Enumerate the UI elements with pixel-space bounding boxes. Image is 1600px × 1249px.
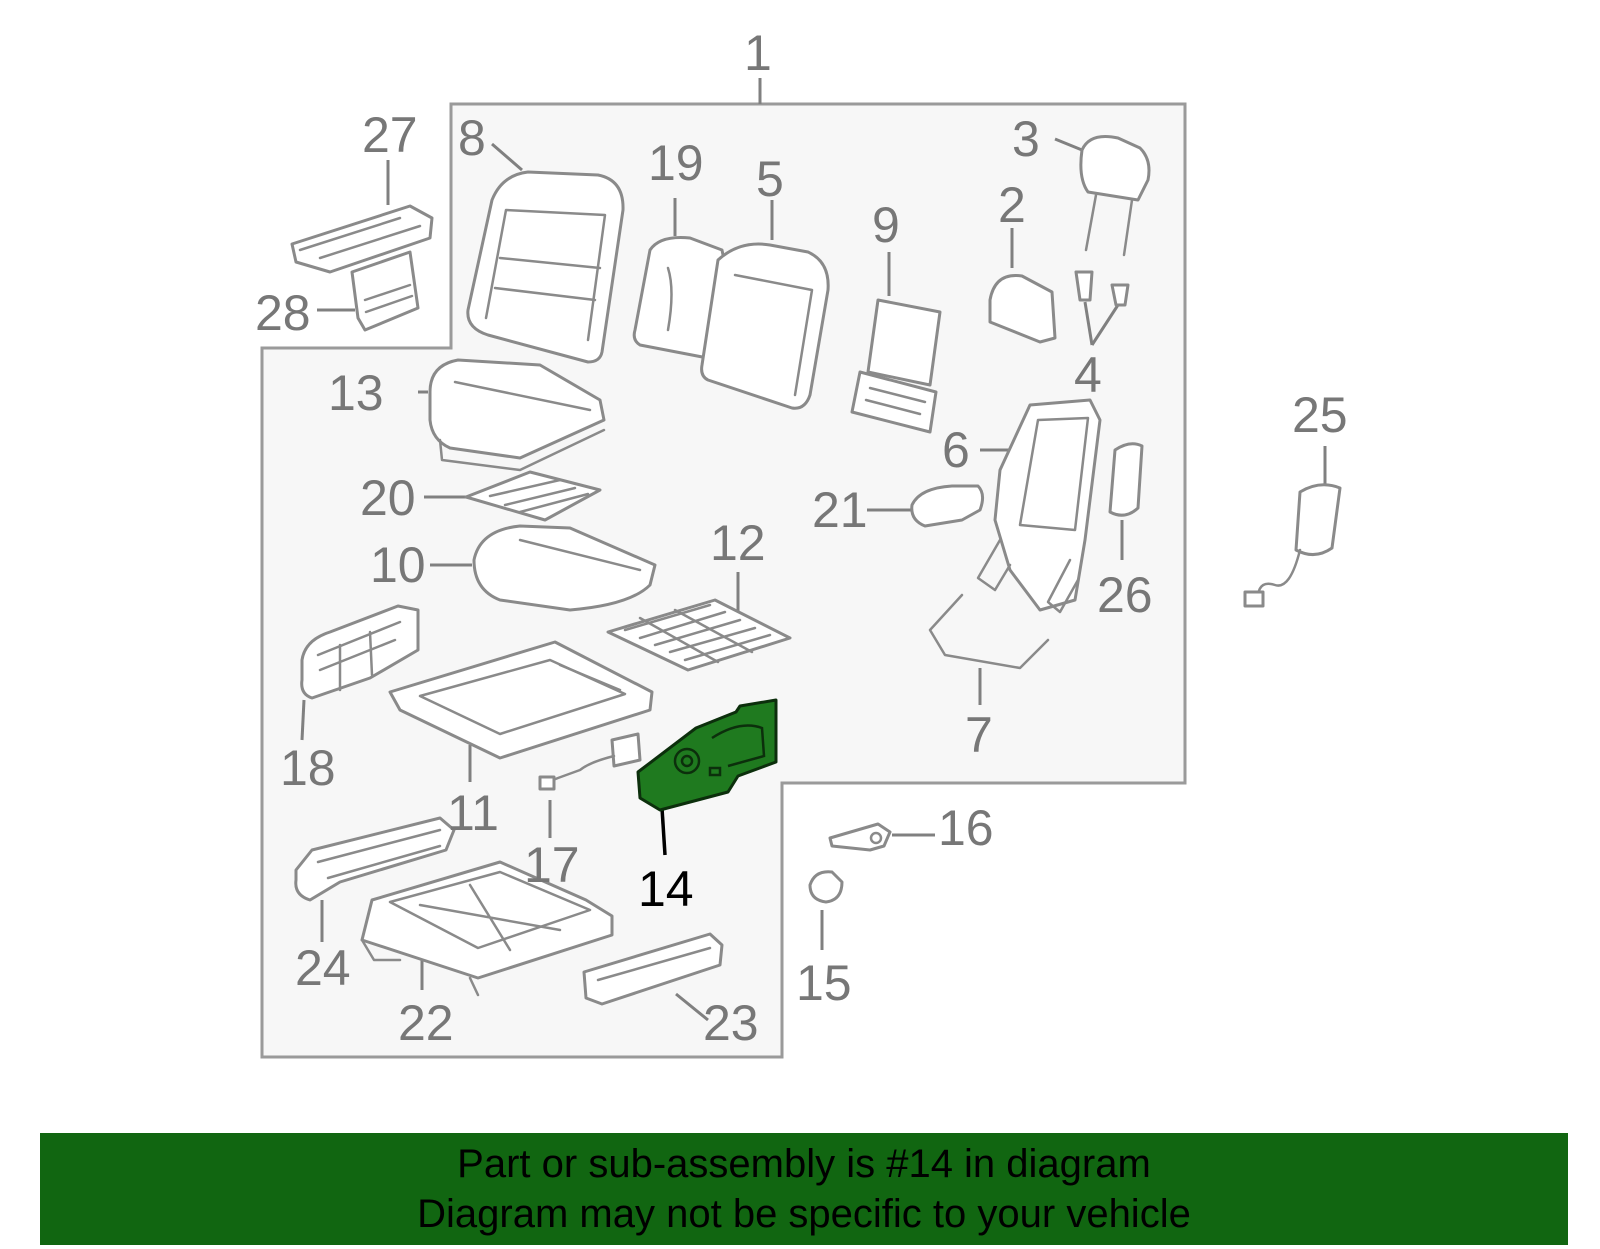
callout-23: 23 xyxy=(703,995,759,1051)
seat-switch xyxy=(1294,483,1342,556)
banner-line-2: Diagram may not be specific to your vehi… xyxy=(417,1192,1191,1236)
cushion-pad xyxy=(472,524,657,612)
callout-27: 27 xyxy=(362,107,418,163)
info-banner: Part or sub-assembly is #14 in diagram D… xyxy=(40,1133,1568,1245)
callout-13: 13 xyxy=(328,365,384,421)
harness-connector-box xyxy=(610,732,642,768)
seat-spring xyxy=(606,598,792,672)
callout-20: 20 xyxy=(360,470,416,526)
callout-1: 1 xyxy=(744,25,772,81)
callout-9: 9 xyxy=(872,197,900,253)
callout-7: 7 xyxy=(965,707,993,763)
track-cover xyxy=(582,932,724,1006)
headrest xyxy=(1079,135,1151,202)
callout-6: 6 xyxy=(942,422,970,478)
callout-10: 10 xyxy=(370,537,426,593)
callout-28: 28 xyxy=(255,285,311,341)
seat-back-cover xyxy=(466,170,625,364)
cushion-cover xyxy=(428,358,606,460)
callout-11: 11 xyxy=(447,785,499,841)
callout-2: 2 xyxy=(998,177,1026,233)
callout-3: 3 xyxy=(1012,111,1040,167)
seat-wire xyxy=(928,593,1050,670)
callout-22: 22 xyxy=(398,995,454,1051)
side-airbag-cover xyxy=(910,484,985,528)
assembly-outline xyxy=(260,102,1187,1059)
lumbar-panel xyxy=(866,298,942,387)
leader-lines xyxy=(300,78,1327,1022)
callout-26: 26 xyxy=(1097,567,1153,623)
banner-line-1: Part or sub-assembly is #14 in diagram xyxy=(457,1142,1151,1186)
highlighted-part-14 xyxy=(636,698,778,812)
callout-16: 16 xyxy=(938,800,994,856)
callout-24: 24 xyxy=(295,940,351,996)
callout-4: 4 xyxy=(1074,347,1102,403)
side-panel xyxy=(300,604,420,700)
seat-heater xyxy=(464,470,602,522)
headrest-guide-right xyxy=(1110,283,1130,307)
cap xyxy=(808,870,844,904)
wire-harness xyxy=(546,754,616,784)
callout-17: 17 xyxy=(524,837,580,893)
headrest-guide-left xyxy=(1074,270,1094,302)
callout-8: 8 xyxy=(458,110,486,166)
callout-21: 21 xyxy=(812,482,868,538)
seat-back-frame xyxy=(993,398,1102,612)
callout-19: 19 xyxy=(648,135,704,191)
callout-18: 18 xyxy=(280,740,336,796)
callout-labels: 1 2 3 4 5 6 7 8 9 10 11 12 13 14 15 16 1… xyxy=(255,25,1348,1051)
callout-12: 12 xyxy=(710,515,766,571)
callout-15: 15 xyxy=(796,955,852,1011)
seat-track xyxy=(360,860,614,980)
lumbar-bracket xyxy=(850,370,938,434)
armrest-base xyxy=(350,250,420,332)
harness-plug xyxy=(538,775,556,791)
side-trim xyxy=(1108,442,1144,517)
headrest-cover xyxy=(988,274,1057,344)
side-rail xyxy=(294,816,456,902)
callout-5: 5 xyxy=(756,151,784,207)
cushion-frame xyxy=(388,640,654,760)
callout-14: 14 xyxy=(638,861,694,917)
seat-back xyxy=(700,242,830,410)
callout-25: 25 xyxy=(1292,387,1348,443)
seat-switch-connector xyxy=(1243,590,1265,608)
